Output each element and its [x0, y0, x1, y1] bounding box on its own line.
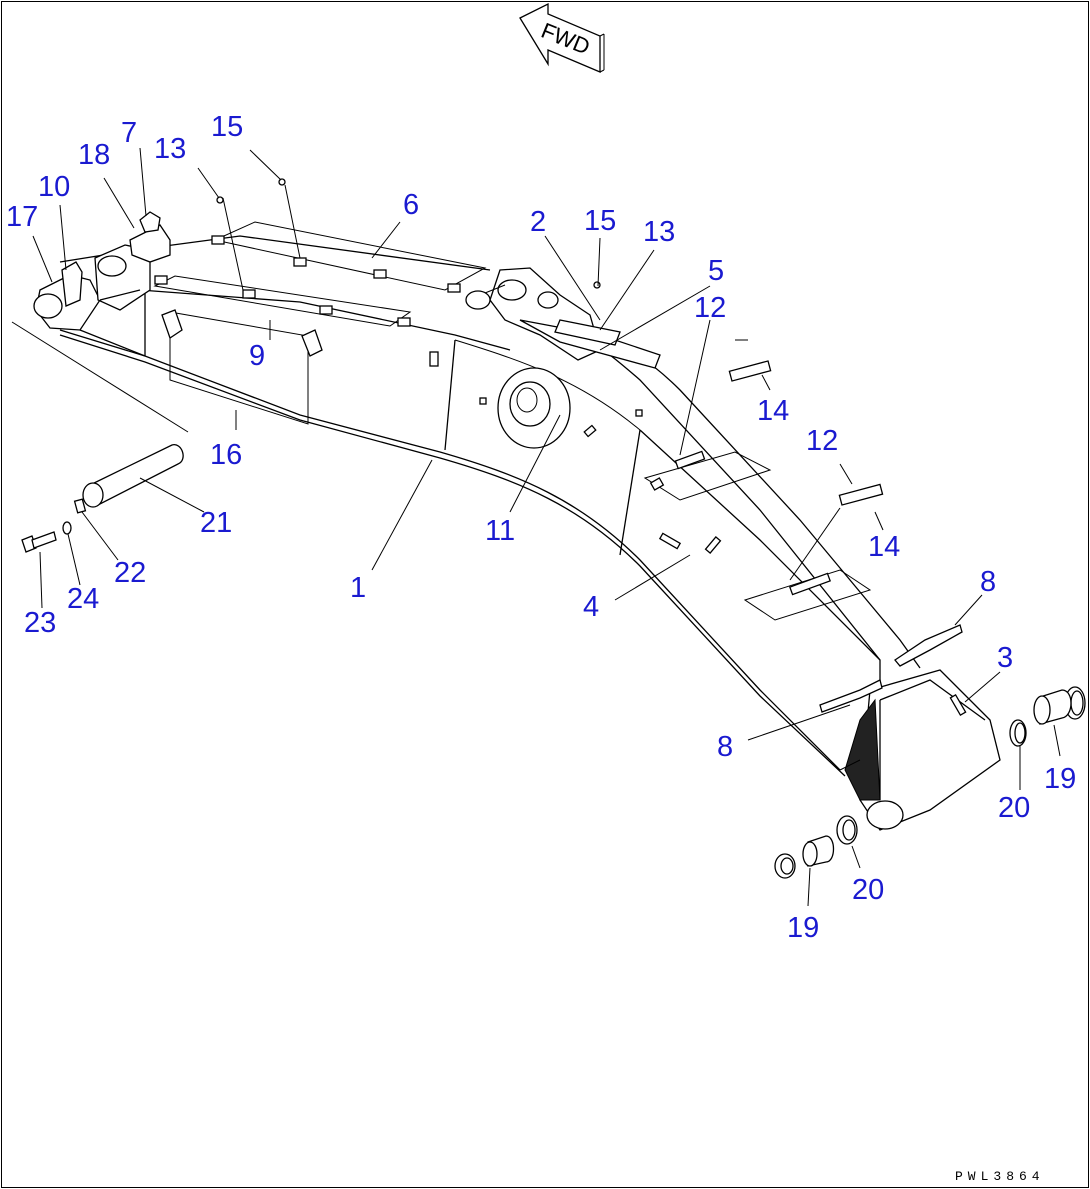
callout-7: 7 — [121, 117, 137, 149]
plate-4-area — [649, 477, 722, 554]
callout-23: 23 — [24, 607, 56, 639]
fwd-arrow: FWD — [519, 2, 605, 73]
drawing-code: PWL3864 — [955, 1169, 1045, 1184]
callout-18: 18 — [78, 139, 110, 171]
boom-structure — [33, 211, 1001, 831]
callout-13-left: 13 — [154, 133, 186, 165]
callout-22: 22 — [114, 557, 146, 589]
callout-19-right: 19 — [1044, 763, 1076, 795]
callout-5: 5 — [708, 255, 724, 287]
callout-10: 10 — [38, 171, 70, 203]
pin-21-group — [11, 321, 189, 553]
callout-14-bottom: 14 — [868, 531, 900, 563]
callout-2: 2 — [530, 206, 546, 238]
callout-labels: 1 2 3 4 5 6 7 8 8 9 10 11 12 12 13 13 14… — [6, 111, 1076, 944]
callout-17: 17 — [6, 201, 38, 233]
callout-4: 4 — [583, 591, 599, 623]
callout-11: 11 — [485, 515, 515, 547]
callout-21: 21 — [200, 507, 232, 539]
callout-3: 3 — [997, 642, 1013, 674]
callout-14-top: 14 — [757, 395, 789, 427]
callout-24: 24 — [67, 583, 99, 615]
callout-8-bottom: 8 — [717, 731, 733, 763]
callout-15-left: 15 — [211, 111, 243, 143]
callout-12-top: 12 — [694, 292, 726, 324]
leader-lines — [32, 147, 1061, 907]
callout-20-right: 20 — [998, 792, 1030, 824]
callout-15-right: 15 — [584, 205, 616, 237]
callout-1: 1 — [350, 572, 366, 604]
clamp-group-16 — [161, 309, 323, 425]
callout-6: 6 — [403, 189, 419, 221]
foot-pin-bushings — [774, 686, 1086, 879]
callout-16: 16 — [210, 439, 242, 471]
callout-19-bottom: 19 — [787, 912, 819, 944]
clamp-group-14a — [643, 360, 772, 501]
small-bolts — [216, 178, 643, 438]
callout-13-right: 13 — [643, 216, 675, 248]
clamp-group-9 — [153, 275, 412, 327]
clamp-group-6 — [211, 221, 487, 293]
callout-9: 9 — [249, 340, 265, 372]
callout-8-top: 8 — [980, 566, 996, 598]
clamp-group-14b — [743, 483, 884, 621]
callout-12-bottom: 12 — [806, 425, 838, 457]
callout-20-bottom: 20 — [852, 874, 884, 906]
plates-8 — [819, 624, 967, 717]
